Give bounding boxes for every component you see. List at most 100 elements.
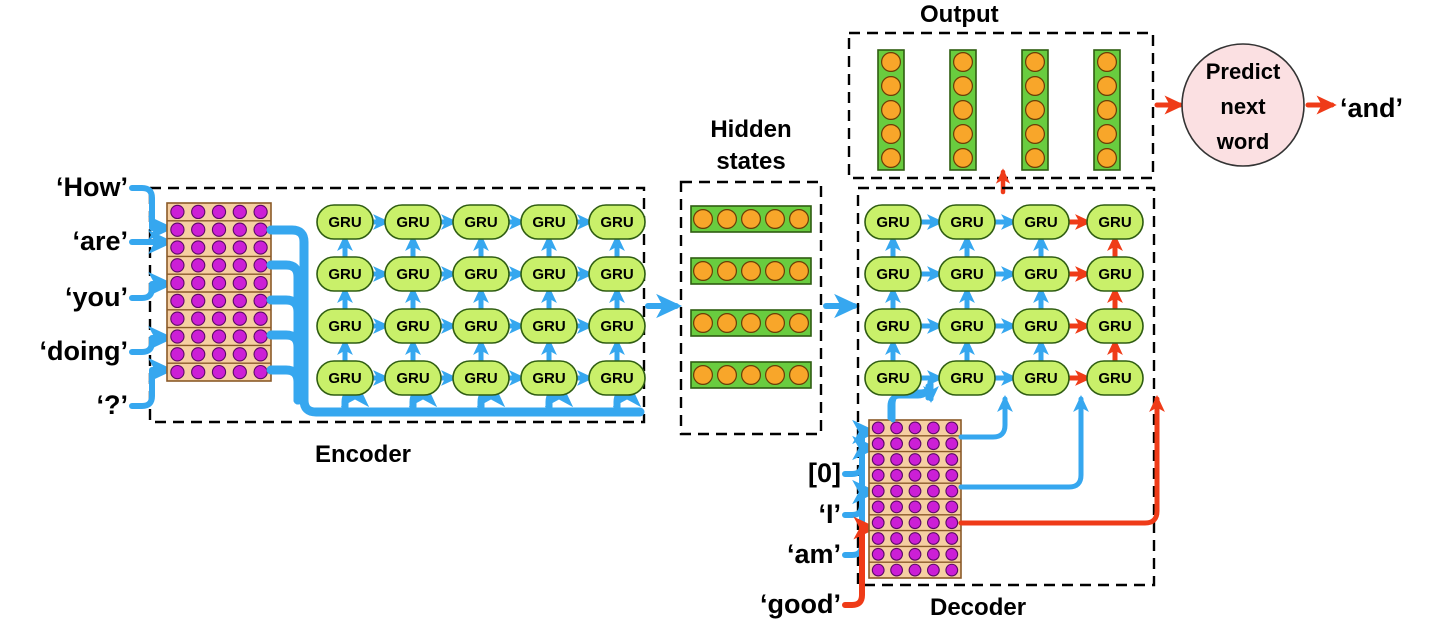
- decoder-embedding-unit: [945, 484, 959, 498]
- hidden-state-unit: [716, 313, 737, 334]
- decoder-embedding-unit: [908, 532, 922, 545]
- hidden-state-unit: [692, 365, 713, 386]
- encoder-embedding-unit: [253, 258, 268, 273]
- decoder-embedding-unit: [945, 453, 959, 466]
- gru-cell-label: GRU: [464, 214, 497, 231]
- encoder-embedding-unit: [191, 311, 206, 326]
- hidden-state-unit: [740, 365, 761, 386]
- gru-cell-label: GRU: [464, 266, 497, 283]
- gru-cell: GRU: [1012, 256, 1070, 292]
- decoder-embedding-unit: [945, 421, 959, 435]
- encoder-embedding-unit: [232, 275, 247, 291]
- gru-cell: GRU: [452, 308, 510, 344]
- encoder-embedding-unit: [170, 293, 185, 309]
- output-unit: [880, 123, 901, 144]
- decoder-embedding-unit: [871, 532, 885, 545]
- decoder-embedding-unit: [890, 484, 903, 498]
- encoder-embedding-unit: [170, 222, 185, 237]
- encoder-embedding-unit: [191, 204, 206, 220]
- encoder-embedding-rowlines: [167, 220, 271, 364]
- encoder-embedding-unit: [253, 347, 268, 362]
- decoder-token-zero: [0]: [808, 458, 841, 488]
- decoder-embedding-unit: [945, 547, 959, 561]
- encoder-embedding-unit: [191, 222, 206, 237]
- hidden-state-bar: [690, 257, 812, 285]
- decoder-embedding-unit: [945, 516, 959, 530]
- gru-cell: GRU: [864, 256, 922, 292]
- output-unit: [1096, 123, 1117, 144]
- encoder-label: Encoder: [315, 441, 411, 468]
- output-unit: [880, 51, 901, 72]
- output-bars: [877, 49, 1121, 171]
- decoder-embedding-unit: [945, 437, 959, 451]
- gru-cell: GRU: [864, 204, 922, 240]
- hidden-state-unit: [740, 313, 761, 334]
- decoder-embedding-unit: [927, 468, 940, 482]
- gru-cell: GRU: [452, 360, 510, 396]
- encoder-embedding-unit: [253, 364, 268, 380]
- decoder-embedding-unit: [927, 532, 940, 545]
- encoder-embedding-unit: [170, 275, 185, 291]
- decoder-embedding-unit: [945, 563, 959, 577]
- predict-line-3: word: [1216, 129, 1270, 154]
- gru-cell-label: GRU: [464, 318, 497, 335]
- decoder-embedding-unit: [871, 421, 885, 435]
- encoder-embedding-unit: [232, 240, 247, 255]
- output-unit: [1024, 123, 1045, 144]
- encoder-embedding-unit: [253, 275, 268, 291]
- hidden-state-unit: [764, 365, 785, 386]
- decoder-embedding-unit: [908, 547, 922, 561]
- hidden-states-box: [679, 180, 823, 436]
- decoder-embedding-unit: [871, 484, 885, 498]
- encoder-embedding-unit: [253, 222, 268, 237]
- gru-cell: GRU: [1086, 308, 1144, 344]
- gru-cell-label: GRU: [600, 318, 633, 335]
- output-unit: [952, 75, 973, 96]
- decoder-embedding-unit: [871, 563, 885, 577]
- encoder-embedding-unit: [170, 329, 185, 344]
- output-bar: [877, 49, 905, 171]
- decoder-embedding-unit: [945, 532, 959, 545]
- encoder-embedding-unit: [170, 204, 185, 220]
- gru-cell-label: GRU: [396, 370, 429, 387]
- hidden-state-unit: [764, 313, 785, 334]
- decoder-embedding-unit: [945, 500, 959, 514]
- decoder-embedding-unit: [890, 453, 903, 466]
- gru-cell: GRU: [520, 256, 578, 292]
- gru-cell-label: GRU: [1098, 318, 1131, 335]
- decoder-gru-arrows: [885, 214, 1123, 386]
- output-unit: [1096, 99, 1117, 120]
- predict-line-2: next: [1220, 94, 1266, 119]
- encoder-embedding-unit: [191, 293, 206, 309]
- encoder-embedding-unit: [170, 240, 185, 255]
- hidden-state-unit: [788, 209, 809, 230]
- decoder-input-arrow-good: [842, 516, 878, 608]
- gru-cell: GRU: [384, 256, 442, 292]
- gru-cell-label: GRU: [396, 266, 429, 283]
- encoder-box: [148, 186, 646, 424]
- output-unit: [1024, 51, 1045, 72]
- encoder-embedding-unit: [191, 329, 206, 344]
- decoder-embedding-unit: [908, 500, 922, 514]
- gru-cell: GRU: [864, 360, 922, 396]
- encoder-embedding-unit: [232, 347, 247, 362]
- decoder-group: Decoder: [856, 186, 1156, 621]
- gru-cell: GRU: [520, 204, 578, 240]
- output-unit: [880, 75, 901, 96]
- hidden-state-unit: [692, 313, 713, 334]
- encoder-embedding-bus: [266, 225, 645, 417]
- encoder-embedding-unit: [232, 329, 247, 344]
- gru-cell-label: GRU: [532, 266, 565, 283]
- decoder-embedding-unit: [890, 421, 903, 435]
- encoder-embedding-unit: [191, 347, 206, 362]
- gru-cell: GRU: [938, 308, 996, 344]
- decoder-embedding-unit: [927, 516, 940, 530]
- gru-cell-label: GRU: [532, 318, 565, 335]
- decoder-embedding-unit: [890, 532, 903, 545]
- gru-cell: GRU: [938, 360, 996, 396]
- decoder-embedding-unit: [871, 437, 885, 451]
- decoder-column-feed-red: [958, 395, 1165, 526]
- gru-cell-label: GRU: [532, 214, 565, 231]
- decoder-embedding-unit: [908, 453, 922, 466]
- input-word-how: ‘How’: [56, 172, 128, 202]
